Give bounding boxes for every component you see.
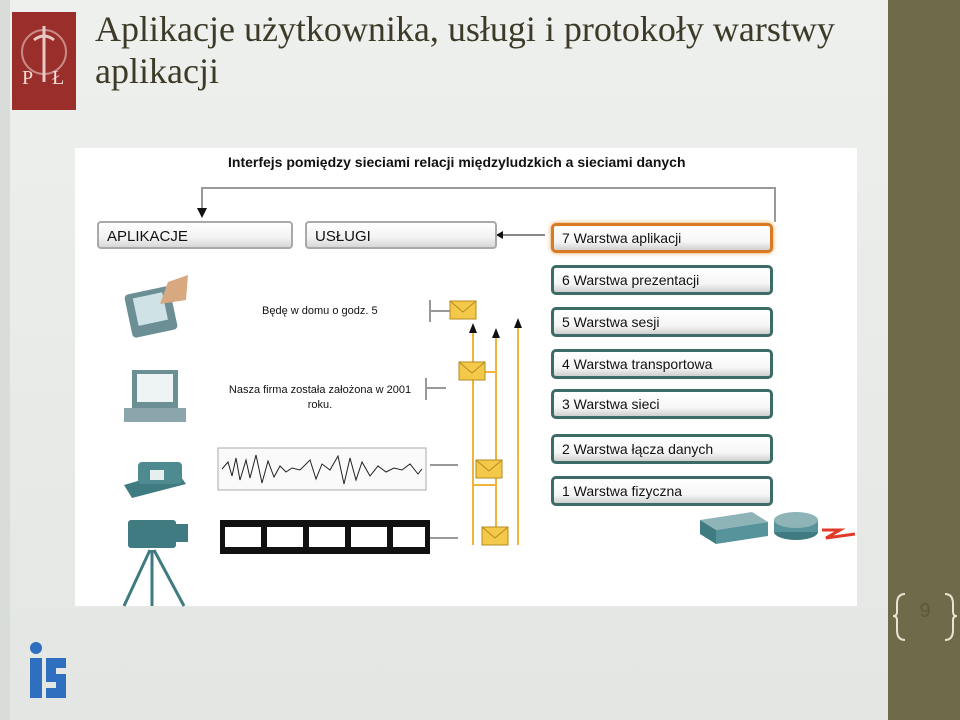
- layer-6-presentation: 6 Warstwa prezentacji: [551, 265, 773, 295]
- computer-icon: [124, 370, 186, 422]
- message-text-2-line2: roku.: [307, 399, 333, 411]
- layer-1-physical: 1 Warstwa fizyczna: [551, 476, 773, 506]
- institute-logo: [30, 642, 66, 698]
- layer-2-data-link: 2 Warstwa łącza danych: [551, 434, 773, 464]
- pda-icon: [124, 275, 188, 338]
- message-text-2-line1: Nasza firma została założona w 2001: [228, 384, 412, 396]
- page-number-badge: 9: [894, 588, 956, 644]
- layer-7-application: 7 Warstwa aplikacji: [551, 223, 773, 253]
- services-box: USŁUGI: [305, 221, 497, 249]
- wan-link: [822, 528, 856, 540]
- layer-4-transport: 4 Warstwa transportowa: [551, 349, 773, 379]
- diagram-heading: Interfejs pomiędzy sieciami relacji międ…: [228, 154, 686, 170]
- message-text-1: Będę w domu o godz. 5: [262, 305, 378, 317]
- router-icon: [774, 512, 818, 540]
- svg-text:Ł: Ł: [52, 67, 64, 89]
- layer-3-network: 3 Warstwa sieci: [551, 389, 773, 419]
- switch-icon: [700, 512, 768, 544]
- audio-waveform: [217, 447, 427, 491]
- svg-text:P: P: [22, 67, 33, 89]
- page-number: 9: [919, 600, 931, 622]
- apps-box: APLIKACJE: [97, 221, 293, 249]
- left-margin-bar: [0, 0, 10, 720]
- video-camera-icon: [122, 520, 188, 607]
- message-text-2: Nasza firma została założona w 2001 roku…: [226, 384, 414, 411]
- film-strip: [220, 520, 430, 554]
- university-logo: P Ł: [12, 12, 76, 110]
- page-title: Aplikacje użytkownika, usługi i protokoł…: [95, 9, 835, 91]
- telephone-icon: [124, 462, 186, 498]
- right-decorative-strip: [888, 0, 960, 720]
- layer-5-session: 5 Warstwa sesji: [551, 307, 773, 337]
